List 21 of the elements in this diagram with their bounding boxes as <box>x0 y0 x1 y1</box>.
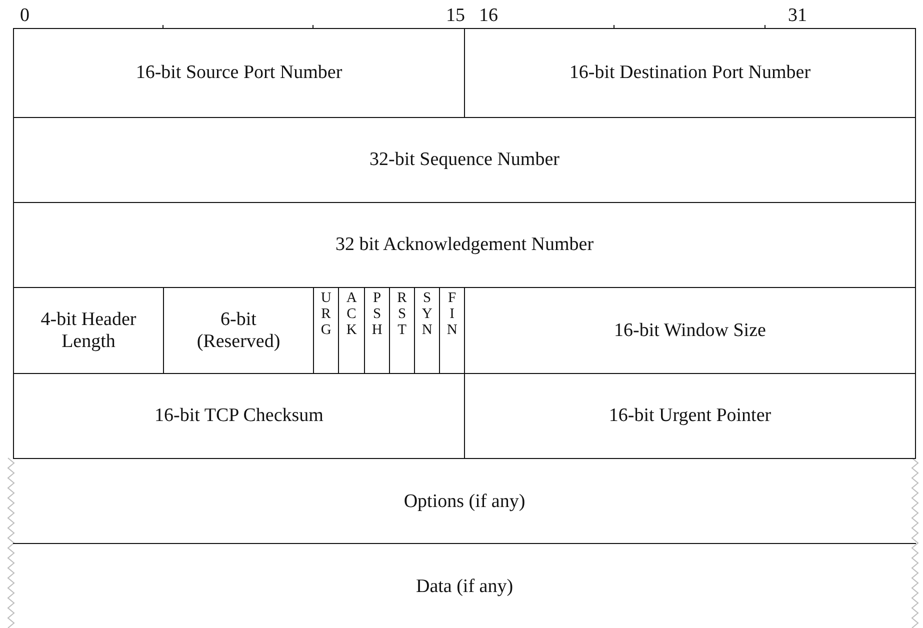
field-name: 6-bit (Reserved) <box>196 308 282 352</box>
flag-name: RST <box>396 290 408 338</box>
field-name: 16-bit Urgent Pointer <box>608 405 772 427</box>
field-name: 16-bit TCP Checksum <box>154 405 324 427</box>
flag-name: URG <box>320 290 332 338</box>
flag-name: ACK <box>346 290 357 338</box>
bit-number: 15 <box>446 6 465 26</box>
bit-number: 16 <box>479 6 498 26</box>
bit-number: 31 <box>788 6 807 26</box>
bit-number: 0 <box>20 6 30 26</box>
flag-name: PSH <box>372 290 382 338</box>
flag-name: FIN <box>446 290 458 338</box>
field-name: Options (if any) <box>404 490 526 512</box>
field-name: 16-bit Window Size <box>614 320 766 342</box>
field-name: 16-bit Source Port Number <box>136 62 342 84</box>
field-name: Data (if any) <box>416 576 514 598</box>
field-name: 32-bit Sequence Number <box>370 149 560 171</box>
flag-name: SYN <box>422 290 432 338</box>
field-name: 16-bit Destination Port Number <box>569 62 811 84</box>
field-name: 4-bit Header Length <box>40 308 138 352</box>
field-name: 32 bit Acknowledgement Number <box>335 234 594 256</box>
